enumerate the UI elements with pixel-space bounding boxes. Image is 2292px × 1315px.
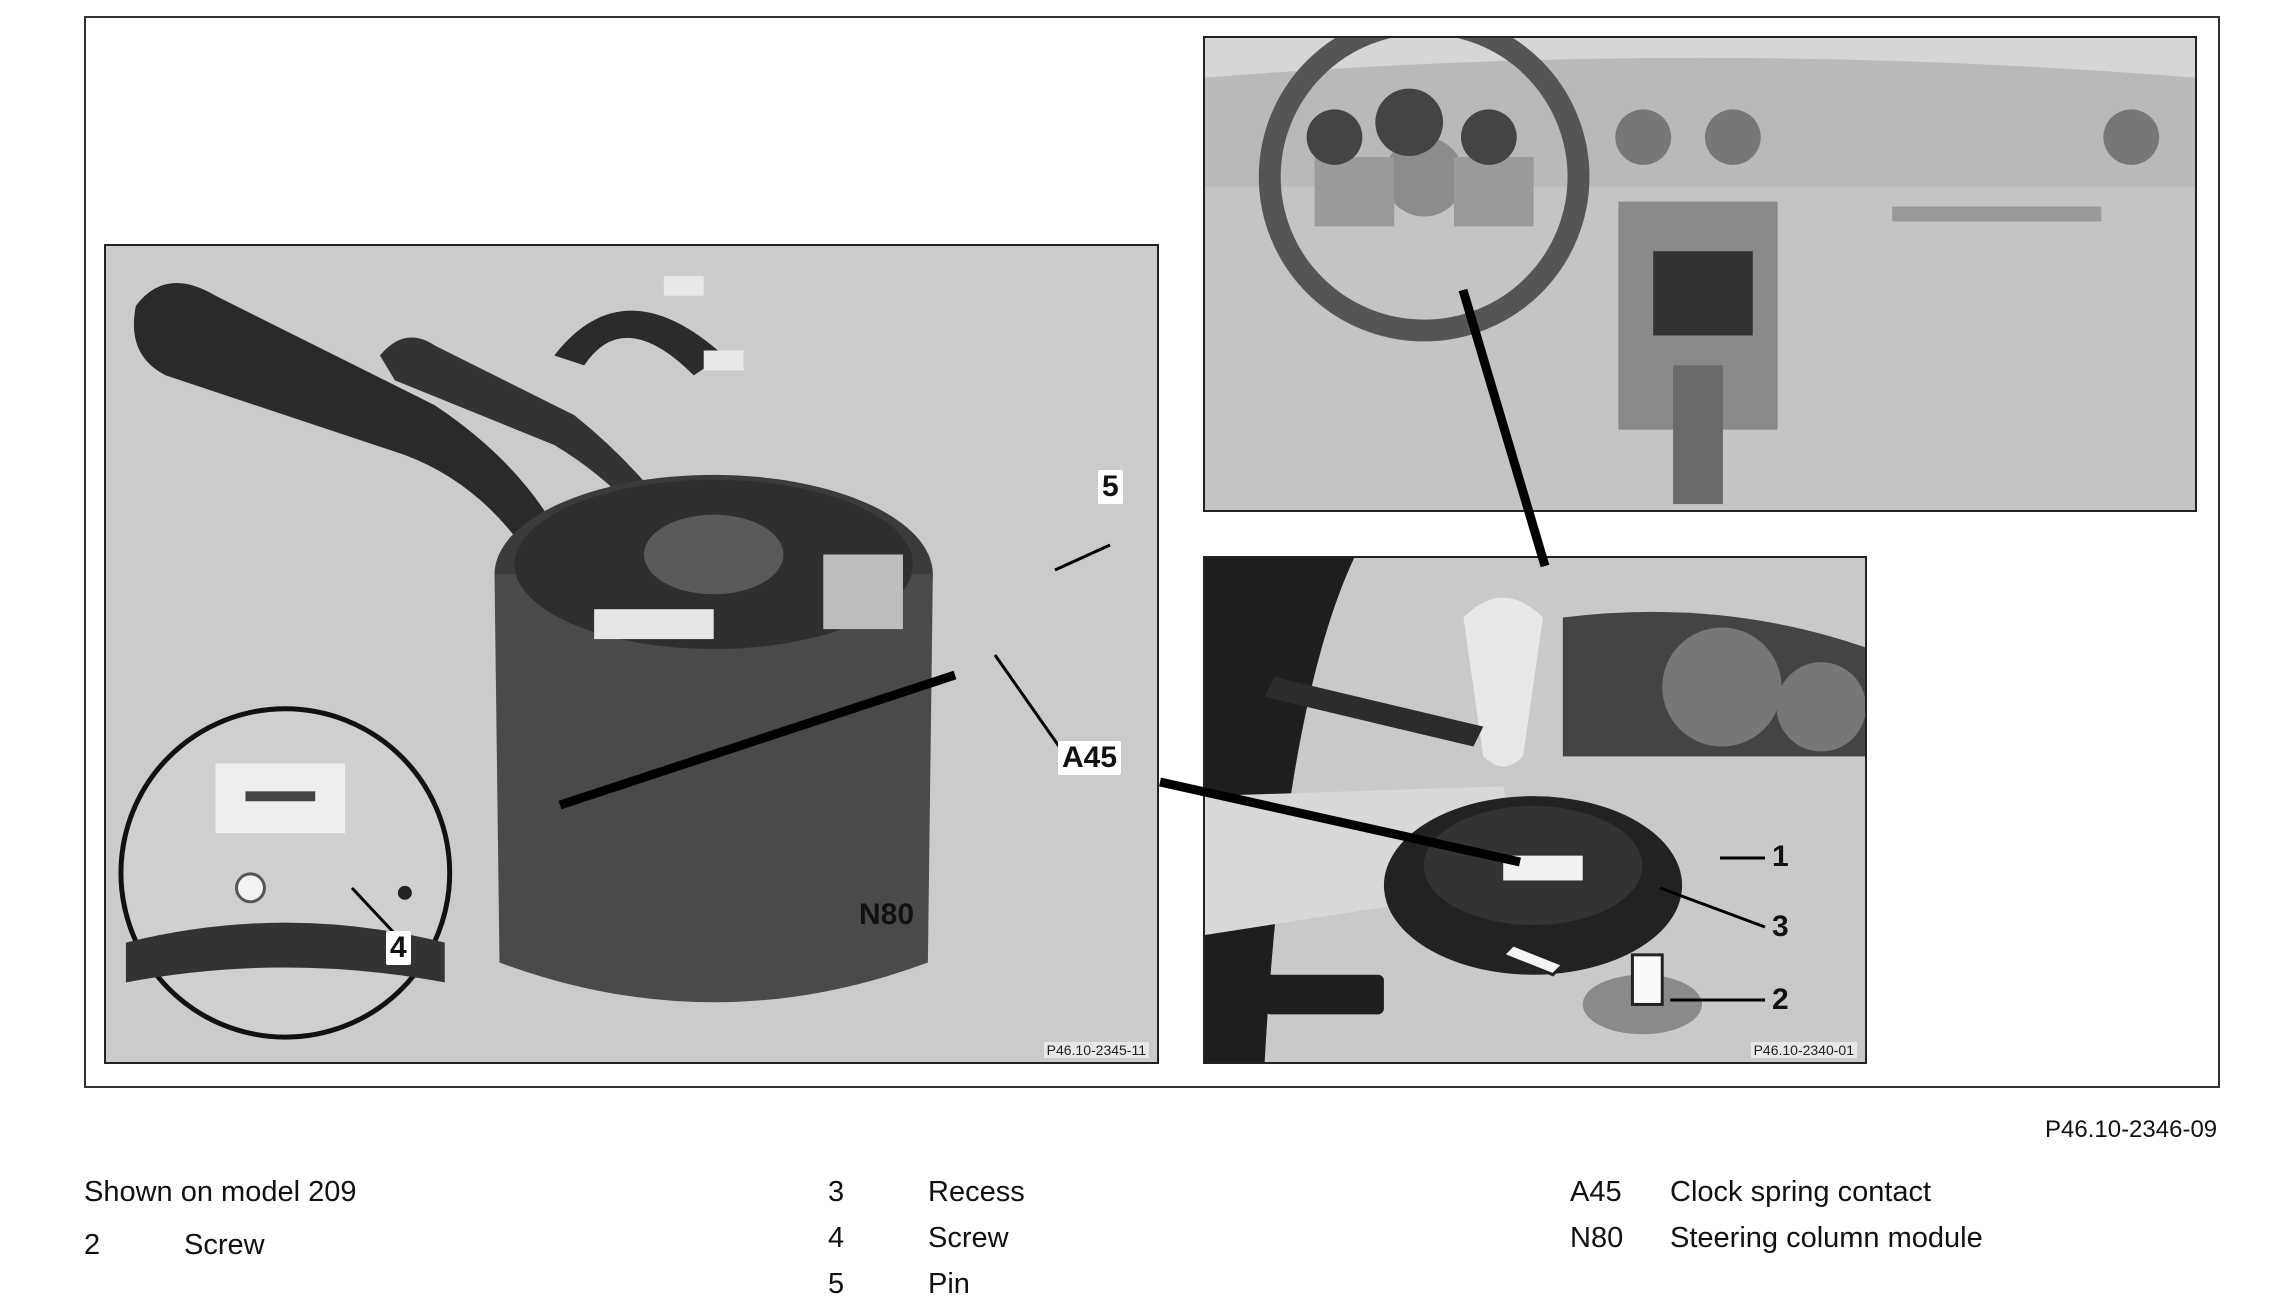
figure-reference: P46.10-2346-09: [2045, 1116, 2218, 1143]
legend-key: 2: [84, 1229, 101, 1261]
legend-label: Screw: [928, 1222, 1009, 1254]
callout-1: 1: [1772, 840, 1789, 873]
right-photo-reference: P46.10-2340-01: [1750, 1042, 1857, 1058]
legend-key: N80: [1570, 1222, 1624, 1254]
legend-key: 4: [828, 1222, 845, 1254]
legend-label: Clock spring contact: [1670, 1176, 1932, 1208]
dashboard-photo: [1203, 36, 2197, 512]
left-photo-reference: P46.10-2345-11: [1043, 1042, 1149, 1058]
callout-2: 2: [1772, 983, 1789, 1016]
legend-label: Screw: [184, 1229, 265, 1261]
steering-column-module-photo: P46.10-2345-11: [104, 244, 1159, 1064]
callout-n80: N80: [859, 898, 915, 931]
legend-key: A45: [1570, 1176, 1622, 1208]
legend-label: Recess: [928, 1176, 1025, 1208]
legend-key: 5: [828, 1268, 845, 1300]
callout-3: 3: [1772, 910, 1789, 943]
legend-key: 3: [828, 1176, 845, 1208]
callout-5: 5: [1098, 470, 1123, 504]
legend-label: Pin: [928, 1268, 970, 1300]
legend-caption: Shown on model 209: [84, 1176, 357, 1208]
callout-a45: A45: [1058, 741, 1122, 775]
callout-4: 4: [386, 931, 411, 965]
legend-label: Steering column module: [1670, 1222, 1983, 1254]
